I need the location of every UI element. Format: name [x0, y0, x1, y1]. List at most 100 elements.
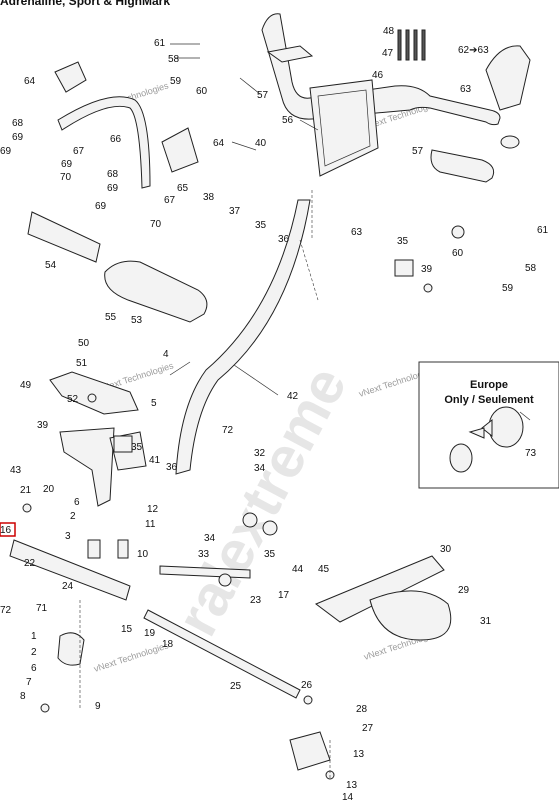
callout-68: 68: [107, 169, 119, 180]
lower-arm: [9, 539, 131, 666]
callout-72: 72: [0, 605, 12, 616]
callout-26: 26: [301, 680, 313, 691]
callout-31: 31: [480, 616, 492, 627]
callout-10: 10: [137, 549, 149, 560]
callout-60: 60: [196, 86, 208, 97]
callout-66: 66: [110, 134, 122, 145]
callout-59: 59: [502, 283, 514, 294]
callout-65: 65: [177, 183, 189, 194]
callout-60: 60: [452, 248, 464, 259]
callout-15: 15: [121, 624, 133, 635]
handlebar: [261, 13, 520, 183]
callout-61: 61: [154, 38, 166, 49]
callout-43: 43: [10, 465, 22, 476]
callout-50: 50: [78, 338, 90, 349]
callout-28: 28: [356, 704, 368, 715]
inset-line-2: Only / Seulement: [444, 394, 534, 406]
callout-4: 4: [163, 349, 169, 360]
callout-30: 30: [440, 544, 452, 555]
highlight-box: [0, 522, 16, 537]
column-support: [59, 427, 147, 507]
hand-guard: [54, 61, 199, 189]
callout-13: 13: [346, 780, 358, 791]
callout-69: 69: [95, 201, 107, 212]
callout-2: 2: [31, 647, 37, 658]
callout-1: 1: [31, 631, 37, 642]
callout-52: 52: [67, 394, 79, 405]
callout-58: 58: [525, 263, 537, 274]
callout-36: 36: [166, 462, 178, 473]
callout-24: 24: [62, 581, 74, 592]
callout-62-63: 62➔63: [458, 45, 489, 56]
callout-61: 61: [537, 225, 549, 236]
diagram-title: Adrenaline, Sport & HighMark: [0, 0, 171, 8]
callout-68: 68: [12, 118, 24, 129]
leader-lines: [79, 43, 331, 780]
callout-53: 53: [131, 315, 143, 326]
callout-72: 72: [222, 425, 234, 436]
callout-8: 8: [20, 691, 26, 702]
callout-37: 37: [229, 206, 241, 217]
callout-69: 69: [61, 159, 73, 170]
callout-16: 16: [0, 525, 12, 536]
callout-49: 49: [20, 380, 32, 391]
callout-25: 25: [230, 681, 242, 692]
callout-73: 73: [525, 448, 537, 459]
callout-70: 70: [150, 219, 162, 230]
callout-39: 39: [421, 264, 433, 275]
callout-6: 6: [74, 497, 80, 508]
callout-54: 54: [45, 260, 57, 271]
callout-35: 35: [397, 236, 409, 247]
callout-46: 46: [372, 70, 384, 81]
riser: [309, 79, 379, 177]
horn-icon: [449, 406, 531, 473]
callout-67: 67: [164, 195, 176, 206]
callout-67: 67: [73, 146, 85, 157]
callout-64: 64: [213, 138, 225, 149]
callout-42: 42: [287, 391, 299, 402]
callout-labels: 48 47 46 62➔63 61 58 59 60 57 64 63 56 6…: [0, 26, 549, 803]
callout-27: 27: [362, 723, 374, 734]
callout-58: 58: [168, 54, 180, 65]
callout-35: 35: [131, 442, 143, 453]
callout-51: 51: [76, 358, 88, 369]
callout-59: 59: [170, 76, 182, 87]
callout-12: 12: [147, 504, 159, 515]
callout-14: 14: [342, 792, 354, 800]
callout-19: 19: [144, 628, 156, 639]
callout-23: 23: [250, 595, 262, 606]
callout-2: 2: [70, 511, 76, 522]
callout-36: 36: [278, 234, 290, 245]
europe-inset: Europe Only / Seulement: [418, 361, 559, 489]
callout-21: 21: [20, 485, 32, 496]
callout-47: 47: [382, 48, 394, 59]
callout-69: 69: [12, 132, 24, 143]
callout-11: 11: [145, 519, 156, 530]
callout-9: 9: [95, 701, 101, 712]
upper-bracket: [49, 371, 139, 415]
callout-56: 56: [282, 115, 294, 126]
callout-44: 44: [292, 564, 304, 575]
callout-39: 39: [37, 420, 49, 431]
callout-6: 6: [31, 663, 37, 674]
bolt-set: [22, 29, 465, 780]
callout-63: 63: [351, 227, 363, 238]
callout-22: 22: [24, 558, 36, 569]
callout-33: 33: [198, 549, 210, 560]
handlebar-cover: [485, 45, 531, 111]
callout-69: 69: [0, 146, 12, 157]
callout-40: 40: [255, 138, 267, 149]
callout-35: 35: [255, 220, 267, 231]
callout-57: 57: [412, 146, 424, 157]
callout-35: 35: [264, 549, 276, 560]
callout-34: 34: [254, 463, 266, 474]
callout-17: 17: [278, 590, 290, 601]
steering-boot: [314, 555, 452, 641]
handlebar-pad: [27, 211, 208, 323]
callout-13: 13: [353, 749, 365, 760]
callout-63: 63: [460, 84, 472, 95]
callout-38: 38: [203, 192, 215, 203]
ski-leg-bracket: [289, 731, 331, 771]
